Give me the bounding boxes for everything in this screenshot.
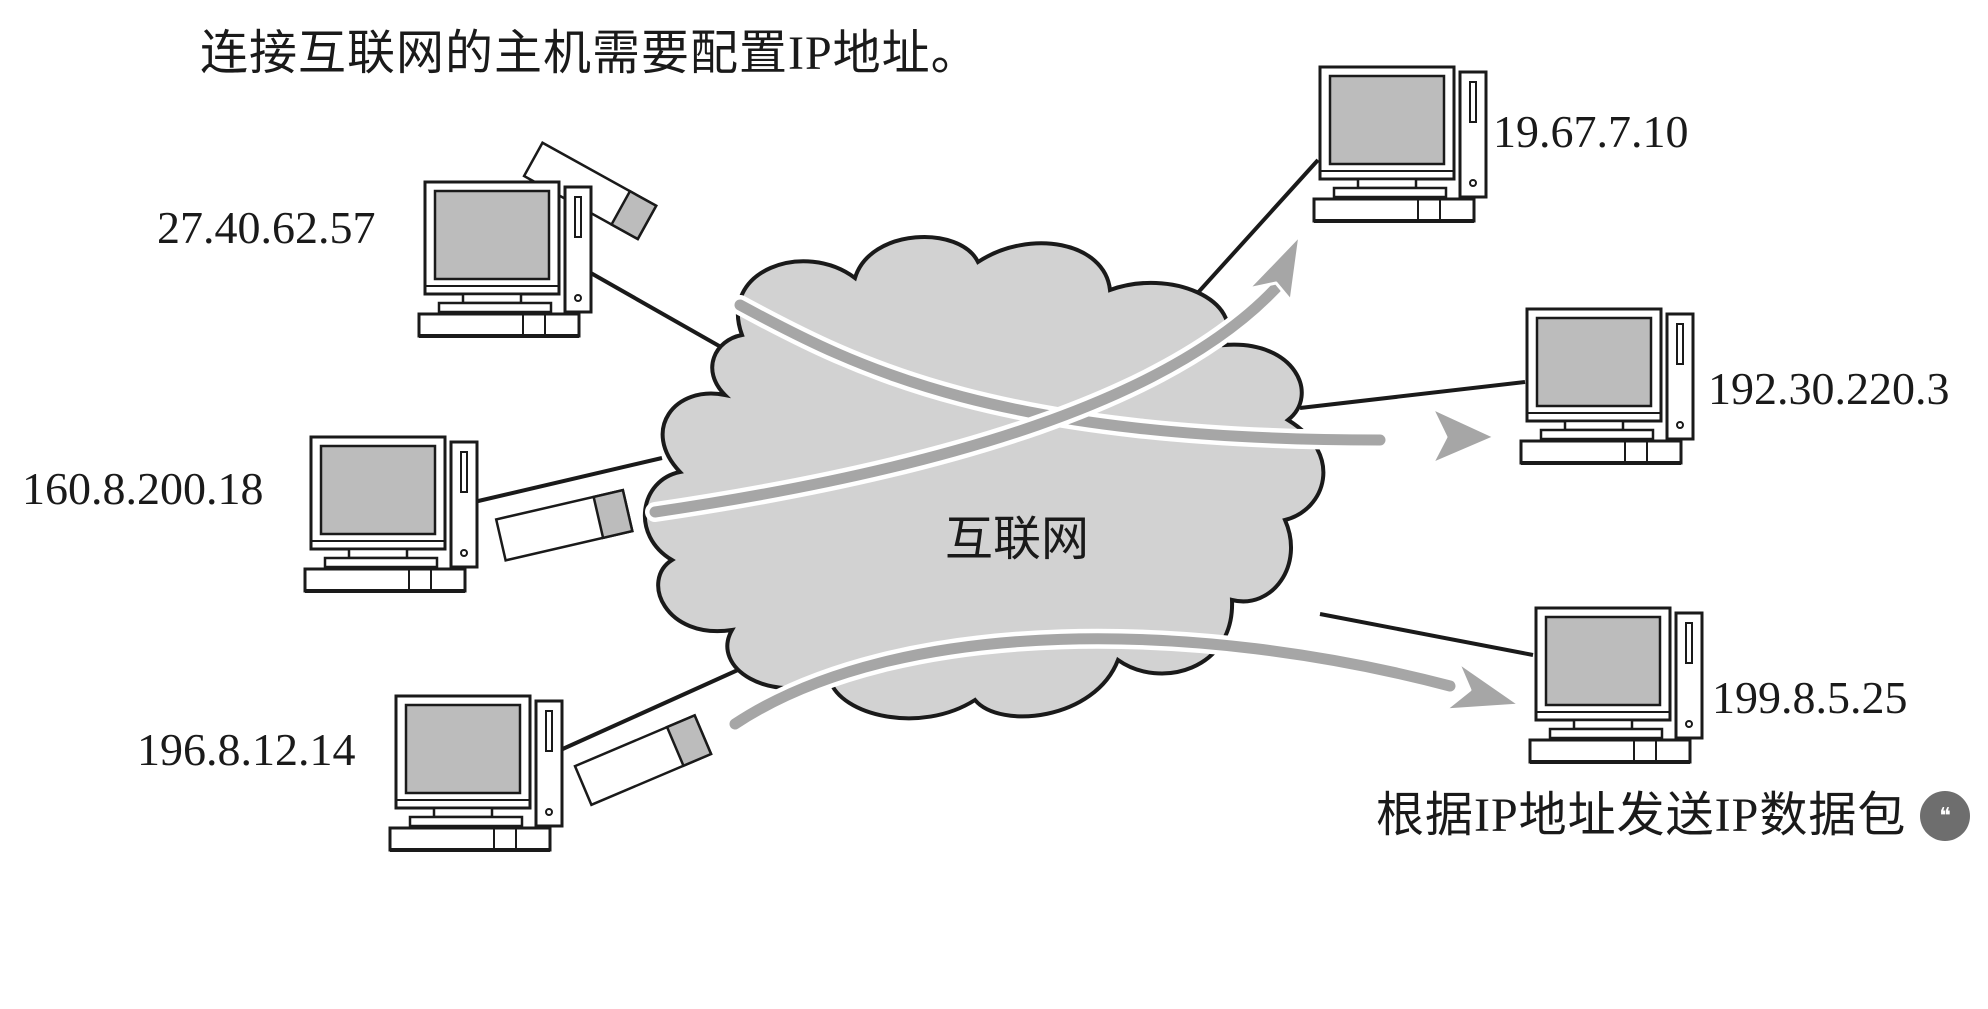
computer-host-4 xyxy=(1312,65,1488,223)
ip-label-host-2: 160.8.200.18 xyxy=(22,463,264,514)
packet-3 xyxy=(573,713,713,807)
arrowheads xyxy=(1246,233,1522,712)
arrow-path-3 xyxy=(729,633,1456,730)
internet-cloud xyxy=(642,235,1326,721)
computer-host-2 xyxy=(303,435,479,593)
link-host-3 xyxy=(555,658,761,754)
computer-host-1 xyxy=(417,180,593,338)
arrowhead-to-host-6 xyxy=(1443,660,1522,712)
arrowhead-to-host-4 xyxy=(1246,233,1302,303)
link-host-5 xyxy=(1299,380,1526,410)
computer-host-5 xyxy=(1519,307,1695,465)
top-caption: 连接互联网的主机需要配置IP地址。 xyxy=(200,27,980,80)
ip-label-host-5: 192.30.220.3 xyxy=(1708,363,1950,414)
arrowhead-to-host-5 xyxy=(1430,406,1497,466)
arrow-path-2 xyxy=(649,272,1291,518)
bottom-caption: 根据IP地址发送IP数据包 xyxy=(1376,789,1907,842)
ip-label-host-1: 27.40.62.57 xyxy=(157,202,376,253)
arrow-path-1 xyxy=(734,299,1386,446)
packet-2 xyxy=(494,488,634,562)
link-host-1 xyxy=(581,266,736,357)
connection-lines xyxy=(473,158,1534,754)
ip-label-host-4: 19.67.7.10 xyxy=(1493,106,1689,157)
computer-host-6 xyxy=(1528,606,1704,764)
link-host-2 xyxy=(473,456,663,504)
quote-icon[interactable]: ❝ xyxy=(1920,791,1970,841)
computer-host-3 xyxy=(388,694,564,852)
link-host-6 xyxy=(1319,612,1534,657)
ip-label-host-6: 199.8.5.25 xyxy=(1712,672,1908,723)
ip-label-host-3: 196.8.12.14 xyxy=(137,724,356,775)
packet-arrows xyxy=(645,268,1460,734)
cloud-label: 互联网 xyxy=(945,513,1090,566)
